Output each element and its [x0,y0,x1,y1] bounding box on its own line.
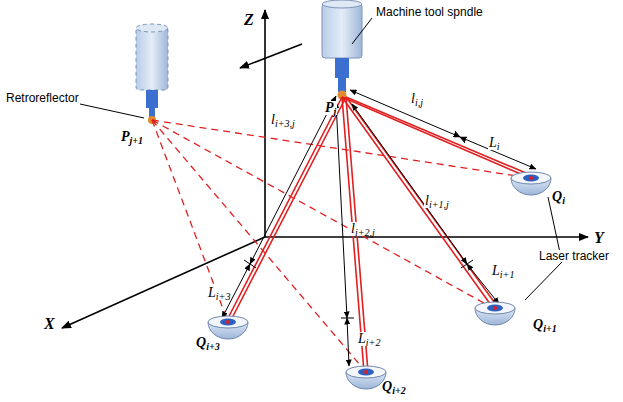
length-label: li+3,j [270,113,296,127]
point-label: Qi [552,190,565,204]
part-name: Retroreflector [6,92,79,104]
length-label: Li+3 [207,286,231,300]
solid-beams [226,97,533,372]
axis-label: X [44,316,55,332]
laser-tracker [346,366,386,389]
length-label: li,j [410,92,424,106]
part-name: Machine tool spndle [376,6,483,18]
length-label: li+1,j [424,194,450,208]
part-name: Laser tracker [538,250,610,262]
dashed-spindle [136,24,168,124]
point-label: Pj [324,101,337,115]
axis-label: Y [594,230,604,246]
laser-tracker [208,316,248,339]
leader-lines [80,18,562,300]
axis-label: Z [244,12,254,28]
spindle [322,0,362,100]
length-label: Li+1 [491,264,515,278]
dashed-beams [152,120,530,372]
length-label: li+2,j [350,222,376,236]
dimension-lines [222,90,536,366]
point-label: Qi+1 [533,318,557,332]
move-arrow [240,44,302,68]
length-label: Li+2 [357,332,381,346]
point-label: Qi+3 [196,336,220,350]
point-label: Qi+2 [382,380,406,394]
laser-tracker [475,302,515,325]
point-label: Pj+1 [120,130,144,144]
laser-tracker [511,172,551,195]
length-label: Li [488,136,501,150]
